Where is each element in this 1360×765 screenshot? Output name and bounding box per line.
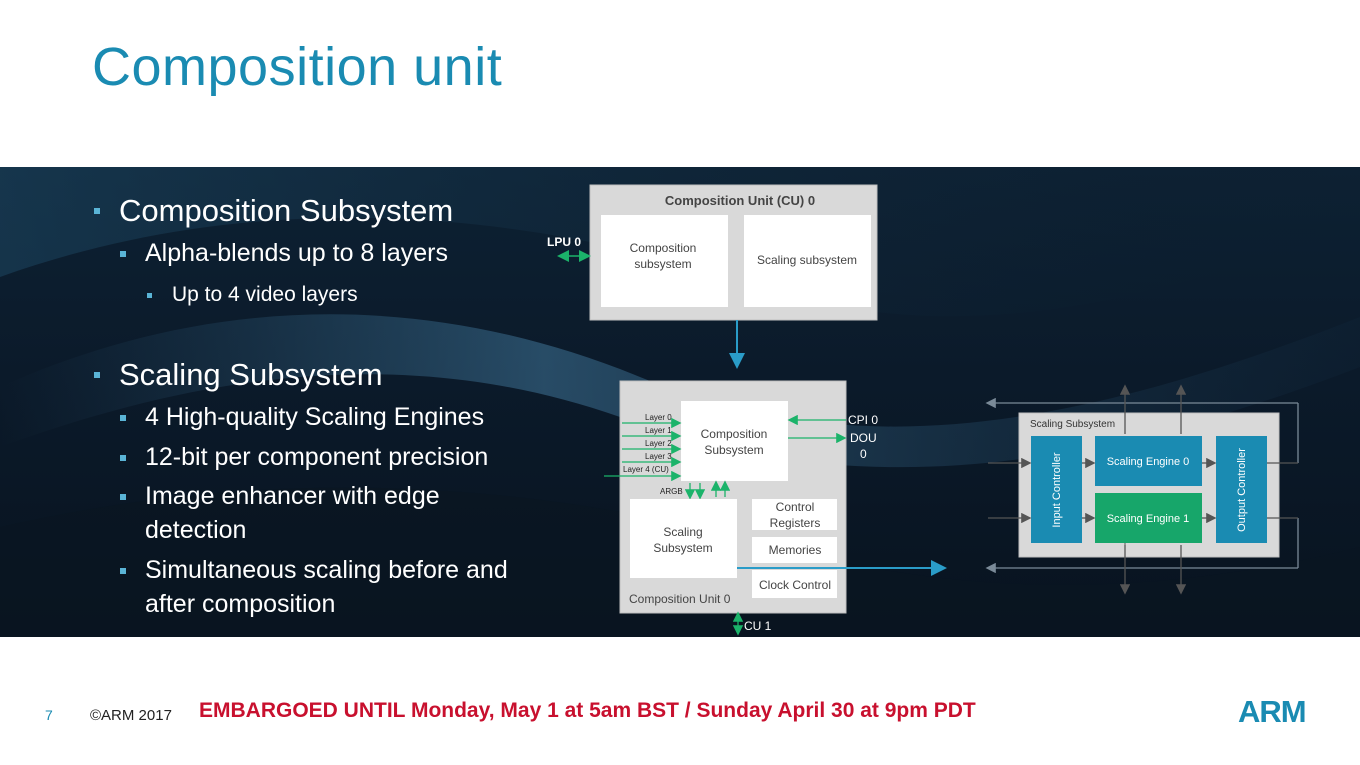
layer-2-label: Layer 2 [645,439,672,448]
cu0-detail: Composition Subsystem Layer 0 Layer 1 La… [604,380,947,636]
scaling-panel-title: Scaling Subsystem [1030,419,1115,430]
scaling-engine-1-label: Scaling Engine 1 [1107,513,1190,525]
arm-logo: ARM [1238,694,1307,729]
output-controller-box [1216,436,1267,543]
cpi-label: CPI 0 [848,413,878,427]
bullet-image-enhancer-cont: detection [145,516,247,544]
scaling-subsystem-detail: Scaling Subsystem Input Controller Scali… [985,384,1299,595]
cu0-footer-label: Composition Unit 0 [629,592,731,606]
bullet-scaling-engines: 4 High-quality Scaling Engines [120,403,484,432]
memories-label: Memories [769,543,822,557]
scaling-engine-0-label: Scaling Engine 0 [1107,456,1190,468]
bullet-precision: 12-bit per component precision [120,443,488,472]
argb-label: ARGB [660,487,683,496]
input-controller-box [1031,436,1082,543]
layer-3-label: Layer 3 [645,452,672,461]
bullet-marker [120,455,126,461]
embargo-notice: EMBARGOED UNTIL Monday, May 1 at 5am BST… [199,699,976,722]
dou-label-1: DOU [850,431,877,445]
output-controller-label: Output Controller [1236,448,1248,532]
composition-subsystem-label-1: Composition [630,241,697,255]
bullet-marker [120,251,126,257]
input-controller-label: Input Controller [1051,452,1063,528]
page-number: 7 [45,707,53,723]
bullet-simultaneous-scaling: Simultaneous scaling before and [120,556,508,585]
bullet-scaling-subsystem: Scaling Subsystem [94,357,383,393]
scaling-detail-label-1: Scaling [663,525,702,539]
bullet-image-enhancer: Image enhancer with edge [120,482,440,511]
control-registers-label-1: Control [776,500,815,514]
bullet-alpha-blends: Alpha-blends up to 8 layers [120,239,448,268]
clock-control-box [752,570,837,598]
scaling-detail-label-2: Subsystem [653,541,712,555]
bullet-marker [147,293,152,298]
control-registers-label-2: Registers [770,516,821,530]
bullet-marker [120,568,126,574]
scaling-engine-1-box [1095,493,1202,543]
scaling-engine-0-box [1095,436,1202,486]
lpu-label: LPU 0 [547,235,581,249]
bullet-simultaneous-scaling-cont: after composition [145,590,336,618]
layer-4-label: Layer 4 (CU) [623,465,669,474]
cu0-header: Composition Unit (CU) 0 [665,193,815,208]
control-registers-box [752,499,837,530]
layer-0-label: Layer 0 [645,413,672,422]
layer-1-label: Layer 1 [645,426,672,435]
bullet-composition-subsystem: Composition Subsystem [94,193,453,229]
clock-control-label: Clock Control [759,578,831,592]
bullet-marker [94,372,100,378]
composition-subsystem-detail-box [681,401,788,481]
composition-subsystem-box [601,215,728,307]
bullet-marker [120,494,126,500]
copyright: ©ARM 2017 [90,707,172,724]
bullet-marker [94,208,100,214]
slide-title: Composition unit [92,37,503,97]
scaling-subsystem-detail-box [630,499,737,578]
bullet-marker [120,415,126,421]
composition-subsystem-label-2: subsystem [634,257,691,271]
bullet-list: Composition Subsystem Alpha-blends up to… [0,167,560,637]
dou-label-2: 0 [860,447,867,461]
cu1-label: CU 1 [744,619,772,633]
scaling-subsystem-box [744,215,871,307]
bullet-video-layers: Up to 4 video layers [147,283,358,307]
cu0-overview: Composition Unit (CU) 0 Composition subs… [547,184,878,321]
memories-box [752,537,837,563]
scaling-subsystem-label: Scaling subsystem [757,253,857,267]
composition-detail-label-1: Composition [701,427,768,441]
composition-detail-label-2: Subsystem [704,443,763,457]
